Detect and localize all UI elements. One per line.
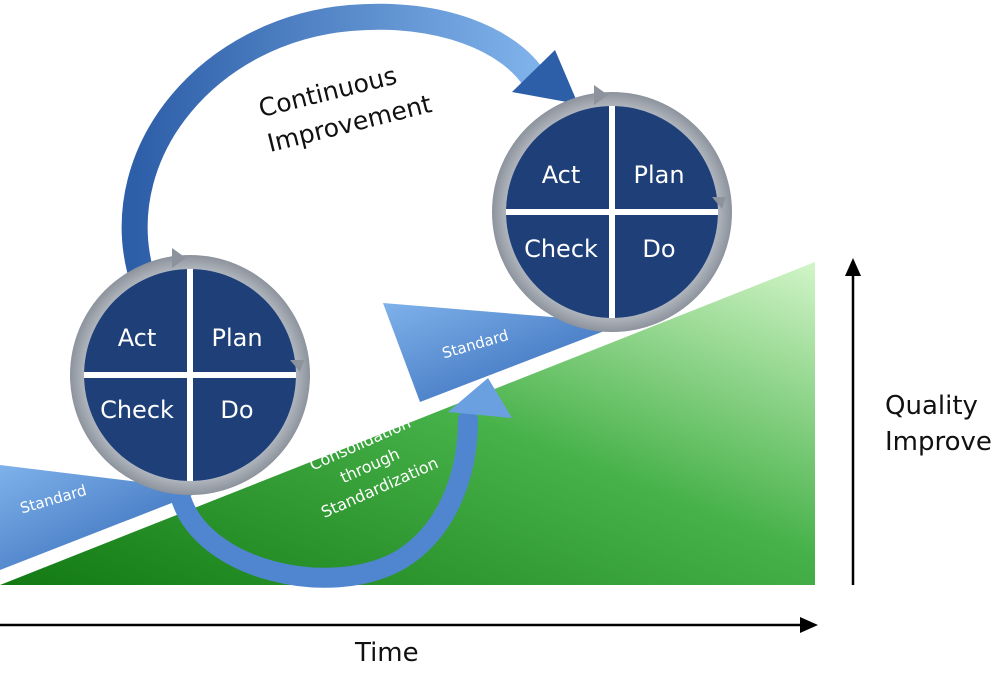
lower-act-label: Act <box>117 324 157 352</box>
upper-do-label: Do <box>642 235 676 263</box>
lower-check-label: Check <box>100 396 174 424</box>
y-axis-arrowhead <box>845 258 861 276</box>
standard-wedge-lower <box>0 465 205 570</box>
quality-wedge <box>0 262 815 585</box>
y-axis-label-line-1: Quality <box>885 391 978 421</box>
consolidation-arrowhead <box>448 378 512 418</box>
pdca-cycle-upper <box>492 85 732 332</box>
lower-do-label: Do <box>220 396 254 424</box>
upper-check-label: Check <box>524 235 598 263</box>
consolidation-arrow <box>170 410 478 588</box>
x-axis-arrowhead <box>800 617 818 633</box>
y-axis-label-line-2: Improve <box>885 427 992 457</box>
upper-plan-label: Plan <box>633 161 685 189</box>
pdca-cycle-lower <box>70 248 310 495</box>
standard-wedge-upper <box>383 303 625 402</box>
x-axis-label: Time <box>355 638 419 668</box>
upper-act-label: Act <box>541 161 581 189</box>
lower-plan-label: Plan <box>211 324 263 352</box>
y-axis-label: Quality Improve <box>885 388 992 460</box>
continuous-improvement-arrowhead <box>512 50 578 104</box>
continuous-improvement-arrow <box>121 3 548 283</box>
